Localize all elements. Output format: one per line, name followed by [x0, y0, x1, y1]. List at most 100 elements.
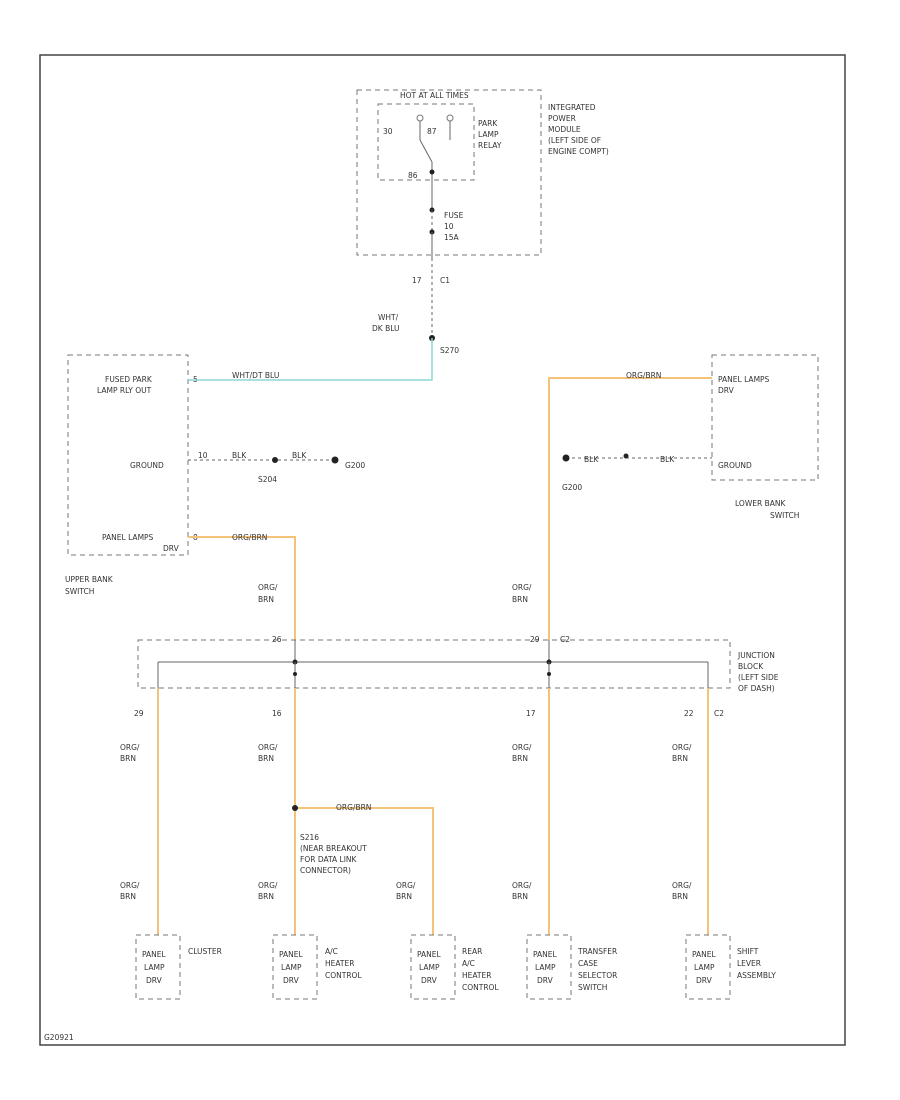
- mid-wire-label: BRN: [258, 754, 274, 763]
- diagram-frame: [39, 54, 846, 1046]
- bottom-wire-label: ORG/: [120, 881, 140, 890]
- lower-ground-wire-a: BLK: [584, 455, 599, 464]
- load-pin-label: LAMP: [535, 963, 556, 972]
- junction-label-1: JUNCTION: [737, 651, 775, 660]
- ipm-conn-id: C1: [440, 276, 450, 285]
- load-name: HEATER: [325, 959, 354, 968]
- upper-bank-switch: FUSED PARK LAMP RLY OUT GROUND PANEL LAM…: [65, 338, 433, 640]
- lower-switch-label-2: SWITCH: [770, 511, 799, 520]
- upper-pin-num-2: 10: [198, 451, 208, 460]
- module-label-4: (LEFT SIDE OF: [548, 136, 601, 145]
- right-feed-wire-2: BRN: [512, 595, 528, 604]
- junction-label-3: (LEFT SIDE: [738, 673, 779, 682]
- junction-label-2: BLOCK: [738, 662, 764, 671]
- splice-s216-label: S216: [300, 833, 319, 842]
- load-connector: [685, 934, 731, 1000]
- load-name: LEVER: [737, 959, 761, 968]
- jb-out-conn: C2: [714, 709, 724, 718]
- left-feed-wire-2: BRN: [258, 595, 274, 604]
- upper-panel-wire-label: ORG/BRN: [232, 533, 267, 542]
- bottom-wire-labels: ORG/ BRN ORG/ BRN ORG/ BRN ORG/ BRN ORG/…: [120, 881, 692, 901]
- jb-out-pin-2: 16: [272, 709, 282, 718]
- bottom-wire-label: BRN: [396, 892, 412, 901]
- load-pin-label: DRV: [696, 976, 713, 985]
- relay-label-1: PARK: [478, 119, 498, 128]
- fuse-label-1: FUSE: [444, 211, 464, 220]
- ground-g200-upper: [331, 456, 339, 464]
- ipm-header: HOT AT ALL TIMES: [400, 91, 469, 100]
- load-name: CONTROL: [325, 971, 362, 980]
- mid-wire-label: BRN: [120, 754, 136, 763]
- lower-panel-wire: [548, 377, 712, 640]
- load-pin-label: PANEL: [417, 950, 442, 959]
- branch-note-1: (NEAR BREAKOUT: [300, 844, 367, 853]
- bottom-wire-label: ORG/: [396, 881, 416, 890]
- load-name: A/C: [462, 959, 475, 968]
- load-pin-label: PANEL: [692, 950, 717, 959]
- jb-in-conn: C2: [560, 635, 570, 644]
- fused-park-wire-label: WHT/DT BLU: [232, 371, 279, 380]
- lower-ground-node: [623, 453, 629, 459]
- lower-bank-switch: PANEL LAMPS DRV GROUND ORG/BRN BLK BLK G…: [548, 354, 819, 640]
- upper-switch-outline: [67, 354, 189, 556]
- relay-pin-a: 30: [383, 127, 393, 136]
- upper-pin-label-1: FUSED PARK: [105, 375, 153, 384]
- jb-out-pin-1: 29: [134, 709, 144, 718]
- junction-block: 26 29 C2 JUNCTION BLOCK (LEFT SIDE OF DA…: [134, 635, 779, 718]
- bottom-wire-label: ORG/: [512, 881, 532, 890]
- load-connector: [135, 934, 181, 1000]
- load-connector: [526, 934, 572, 1000]
- load-name: SHIFT: [737, 947, 759, 956]
- bottom-wire-label: ORG/: [672, 881, 692, 890]
- load-name: SWITCH: [578, 983, 607, 992]
- upper-panel-wire: [188, 536, 296, 640]
- relay-label-2: LAMP: [478, 130, 499, 139]
- lower-ground-wire-b: BLK: [660, 455, 675, 464]
- load-pin-label: DRV: [146, 976, 163, 985]
- ipm-conn-pin: 17: [412, 276, 422, 285]
- jb-node: [547, 672, 551, 676]
- upper-ground-wire-b: BLK: [292, 451, 307, 460]
- mid-wire-label: ORG/: [258, 743, 278, 752]
- upper-ground-wire-a: BLK: [232, 451, 247, 460]
- mid-wire-label: ORG/: [672, 743, 692, 752]
- mid-wire-label: BRN: [672, 754, 688, 763]
- load-name: CLUSTER: [188, 947, 222, 956]
- lower-switch-outline: [711, 354, 819, 481]
- splice-s270-label: S270: [440, 346, 459, 355]
- fused-park-wire: [188, 338, 433, 381]
- mid-wire-label: ORG/: [120, 743, 140, 752]
- load-ac-heater-control: PANEL LAMP DRV A/C HEATER CONTROL: [272, 934, 362, 1000]
- load-name: ASSEMBLY: [737, 971, 776, 980]
- load-rear-ac-heater-control: PANEL LAMP DRV REAR A/C HEATER CONTROL: [410, 934, 499, 1000]
- lower-pin-label-1: PANEL LAMPS: [718, 375, 770, 384]
- fuse-label-2: 10: [444, 222, 454, 231]
- upper-pin-label-4: PANEL LAMPS: [102, 533, 154, 542]
- module-label-2: POWER: [548, 114, 576, 123]
- load-transfer-case-selector-switch: PANEL LAMP DRV TRANSFER CASE SELECTOR SW…: [526, 934, 617, 1000]
- upper-switch-label-2: SWITCH: [65, 587, 94, 596]
- ipm-outline: [356, 89, 542, 256]
- mid-wire-label: ORG/: [512, 743, 532, 752]
- ground-g200-lower: [562, 454, 570, 462]
- upper-pin-label-5: DRV: [163, 544, 180, 553]
- upper-switch-label-1: UPPER BANK: [65, 575, 114, 584]
- bottom-wire-label: ORG/: [258, 881, 278, 890]
- jb-out-pin-4: 22: [684, 709, 694, 718]
- mid-wire-labels: ORG/ BRN ORG/ BRN ORG/ BRN ORG/ BRN: [120, 743, 692, 763]
- right-feed-wire-1: ORG/: [512, 583, 532, 592]
- splice-s216: [292, 805, 298, 811]
- load-pin-label: PANEL: [142, 950, 167, 959]
- wire-rear-ac: [295, 807, 434, 935]
- ipm-wire-color-1: WHT/: [378, 313, 399, 322]
- load-name: A/C: [325, 947, 338, 956]
- module-label-3: MODULE: [548, 125, 581, 134]
- integrated-power-module: HOT AT ALL TIMES 30 87 86 PARK LAMP RELA…: [356, 89, 609, 355]
- branch-note-3: CONNECTOR): [300, 866, 351, 875]
- output-wires: ORG/BRN S216 (NEAR BREAKOUT FOR DATA LIN…: [157, 688, 709, 935]
- lower-panel-wire-label: ORG/BRN: [626, 371, 661, 380]
- load-name: CONTROL: [462, 983, 499, 992]
- relay-label-3: RELAY: [478, 141, 502, 150]
- load-name: HEATER: [462, 971, 491, 980]
